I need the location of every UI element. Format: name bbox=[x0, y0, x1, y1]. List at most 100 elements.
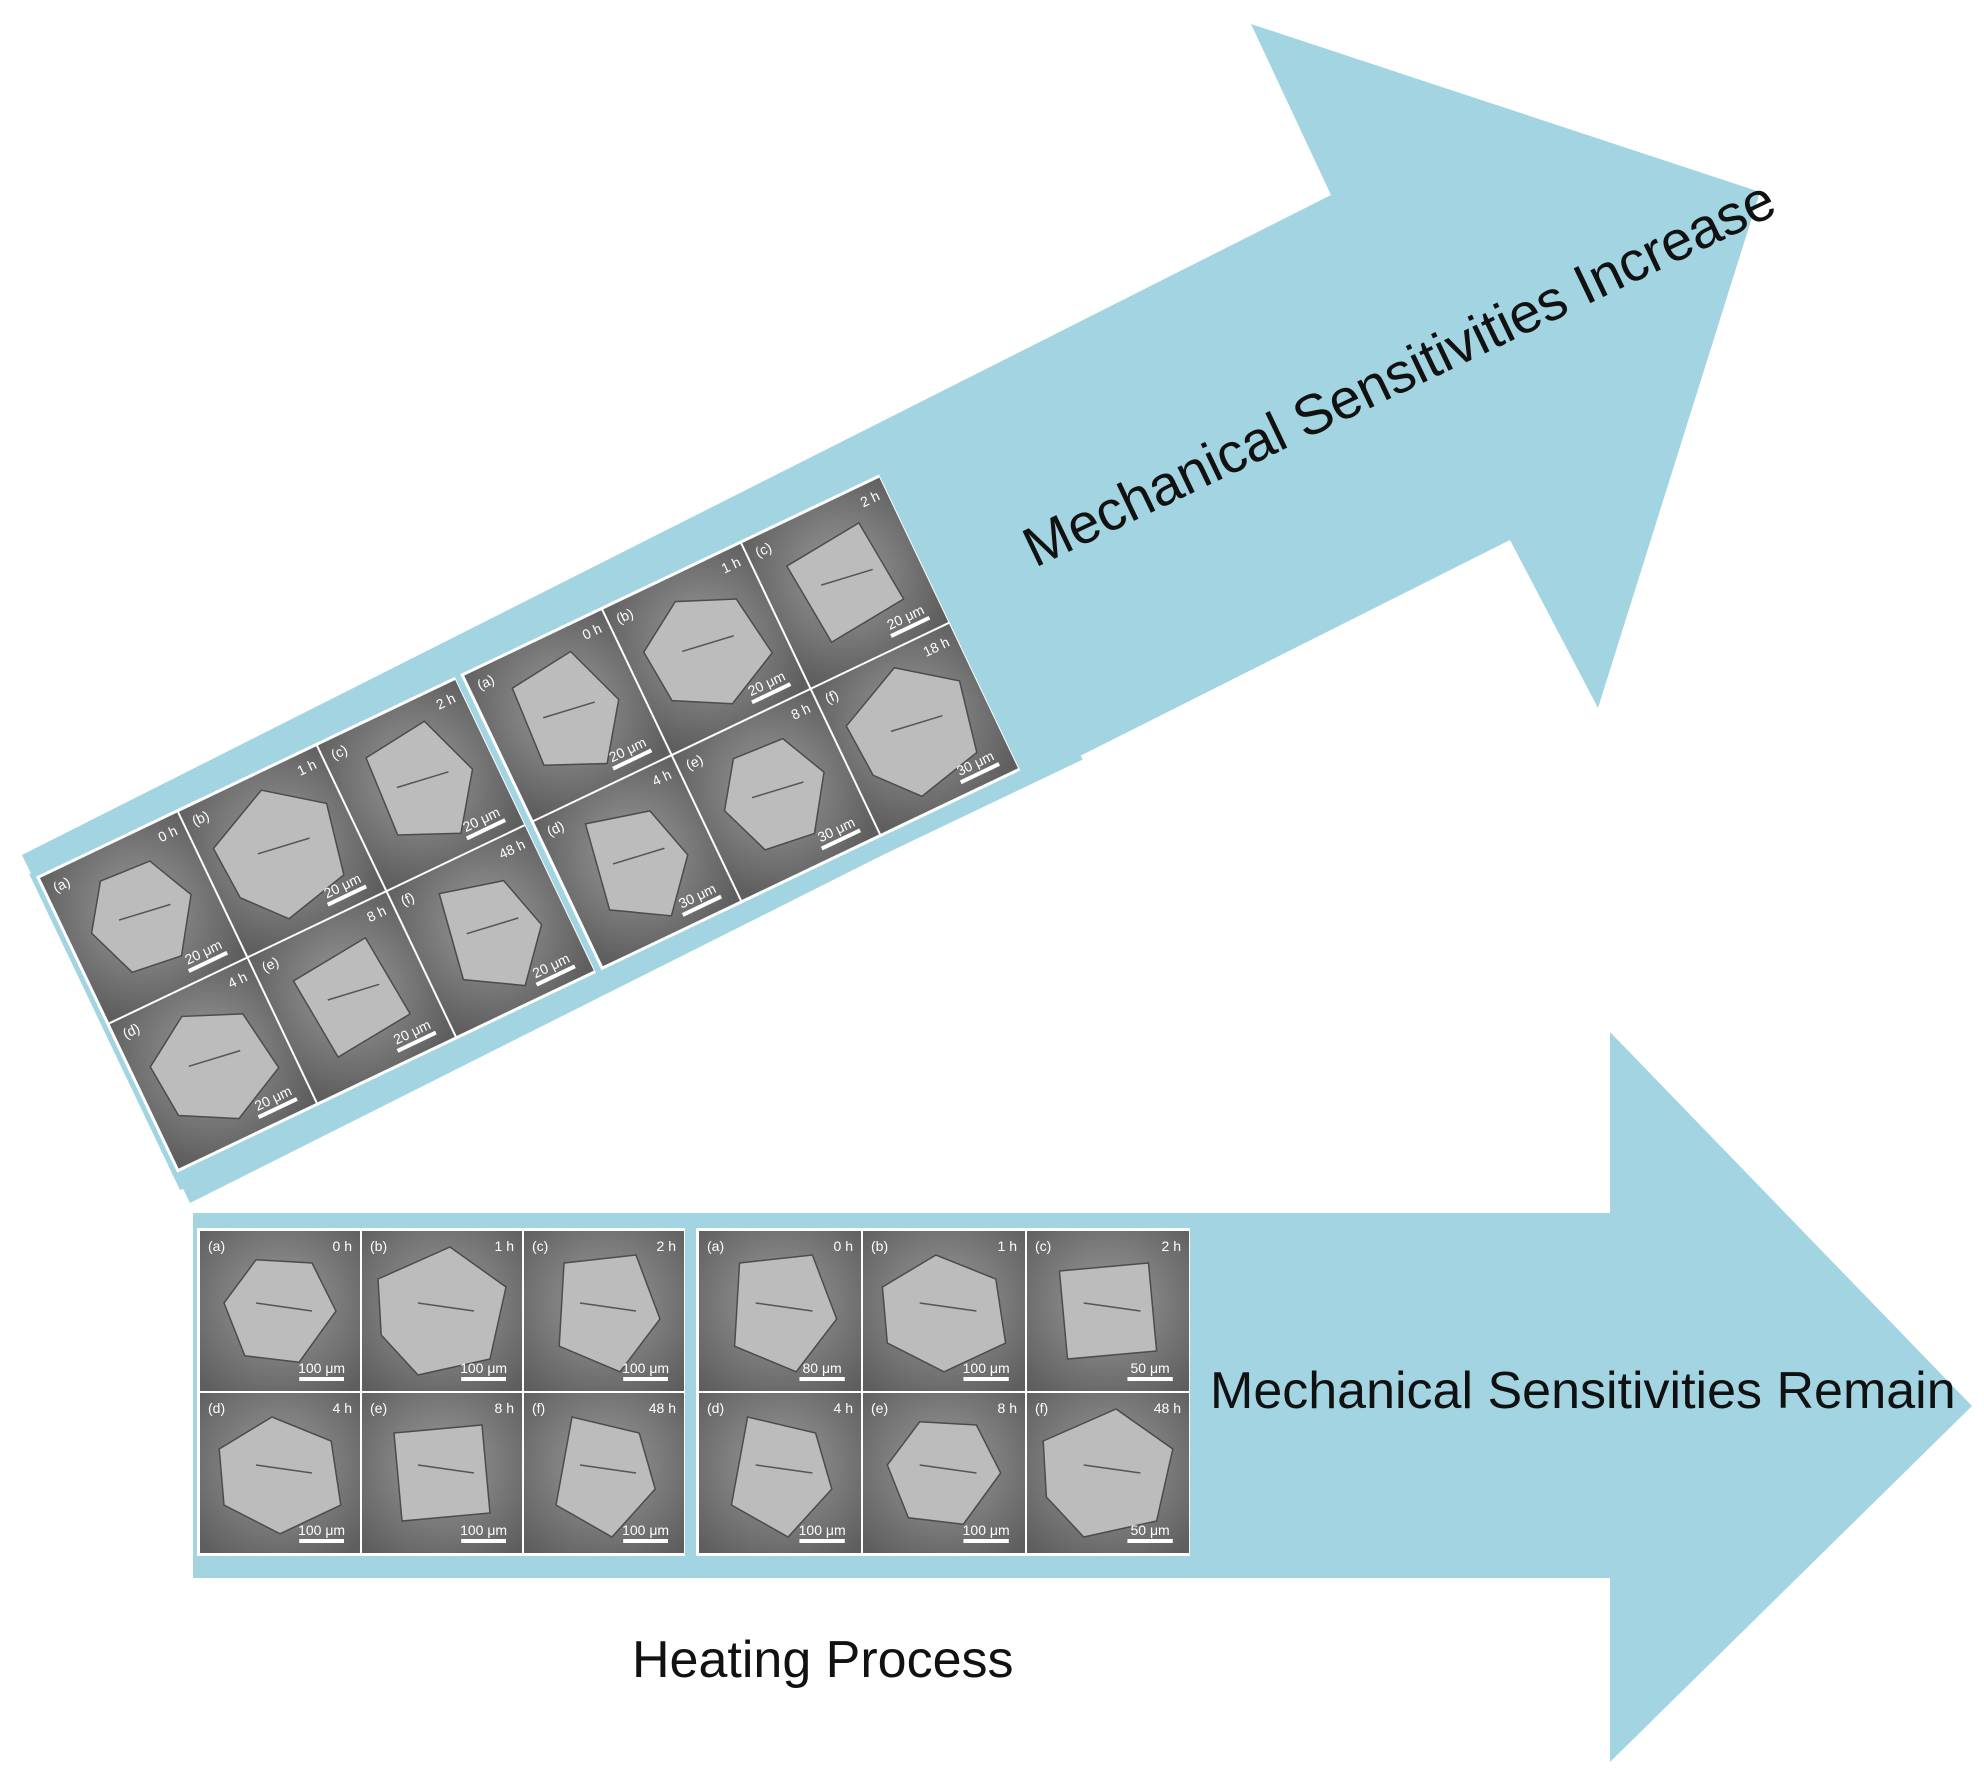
tile-time: 2 h bbox=[657, 1238, 676, 1254]
sem-tile: (a) 0 h 80 μm bbox=[699, 1231, 861, 1391]
tile-time: 8 h bbox=[364, 902, 388, 925]
tile-letter: (d) bbox=[544, 817, 566, 839]
upper-panel-1: (a)0 h20 μm(b)1 h20 μm(c)2 h20 μm(d)4 h2… bbox=[36, 676, 597, 1173]
tile-time: 2 h bbox=[858, 487, 882, 510]
tile-letter: (b) bbox=[189, 807, 211, 829]
sem-tile: (a)0 h20 μm bbox=[464, 610, 671, 821]
crack-line bbox=[417, 1302, 475, 1312]
scale-bar bbox=[623, 1539, 668, 1543]
tile-letter: (b) bbox=[871, 1238, 888, 1254]
tile-scale: 100 μm bbox=[460, 1522, 507, 1538]
scale-bar bbox=[187, 950, 229, 973]
crack-line bbox=[682, 635, 734, 653]
crystal-shape bbox=[212, 789, 345, 920]
tile-time: 4 h bbox=[333, 1400, 352, 1416]
crystal-shape bbox=[218, 1416, 342, 1535]
crystal-shape bbox=[393, 1424, 491, 1522]
sem-tile: (f)18 h30 μm bbox=[811, 623, 1019, 834]
tile-letter: (c) bbox=[532, 1238, 548, 1254]
crystal-shape bbox=[377, 1246, 507, 1376]
sem-tile: (c)2 h20 μm bbox=[742, 477, 949, 688]
tile-letter: (c) bbox=[328, 741, 350, 762]
scale-bar bbox=[326, 884, 368, 907]
scale-bar bbox=[751, 682, 792, 705]
sem-tile: (d)4 h20 μm bbox=[109, 958, 316, 1169]
upper-sem-strip: (a)0 h20 μm(b)1 h20 μm(c)2 h20 μm(d)4 h2… bbox=[29, 443, 1083, 1191]
sem-tile: (c)2 h20 μm bbox=[317, 679, 525, 890]
crack-line bbox=[188, 1049, 241, 1068]
tile-scale: 100 μm bbox=[963, 1522, 1010, 1538]
scale-bar bbox=[396, 1030, 437, 1053]
crack-line bbox=[255, 1464, 313, 1474]
tile-time: 1 h bbox=[998, 1238, 1017, 1254]
crystal-shape bbox=[642, 598, 774, 705]
crystal-shape bbox=[1058, 1262, 1158, 1360]
tile-scale: 100 μm bbox=[622, 1522, 669, 1538]
crystal-shape bbox=[511, 650, 620, 767]
tile-scale: 100 μm bbox=[622, 1360, 669, 1376]
crystal-shape bbox=[292, 936, 412, 1059]
crack-line bbox=[612, 847, 665, 865]
crystal-shape bbox=[730, 1416, 833, 1538]
tile-letter: (f) bbox=[398, 889, 417, 909]
sem-tile: (c)2 h50 μm bbox=[1027, 1231, 1189, 1391]
sem-tile: (e)8 h30 μm bbox=[672, 690, 880, 900]
tile-letter: (e) bbox=[370, 1400, 387, 1416]
crack-line bbox=[417, 1464, 475, 1474]
tile-time: 1 h bbox=[495, 1238, 514, 1254]
scale-bar bbox=[299, 1539, 344, 1543]
scale-bar bbox=[963, 1539, 1009, 1543]
crystal-shape bbox=[785, 521, 905, 644]
crystal-shape bbox=[886, 1421, 1002, 1525]
sem-tile: (e) 8 h 100 μm bbox=[362, 1393, 522, 1553]
crack-line bbox=[755, 1302, 813, 1312]
crystal-shape bbox=[881, 1254, 1007, 1373]
tile-time: 4 h bbox=[834, 1400, 853, 1416]
tile-scale: 50 μm bbox=[1131, 1360, 1170, 1376]
scale-bar bbox=[465, 818, 507, 841]
crack-line bbox=[751, 781, 804, 799]
crack-line bbox=[255, 1302, 313, 1312]
crystal-shape bbox=[438, 879, 543, 987]
scale-bar bbox=[535, 964, 576, 987]
scale-bar bbox=[299, 1377, 344, 1381]
crystal-shape bbox=[365, 720, 474, 836]
scale-bar bbox=[612, 748, 653, 771]
scale-bar bbox=[1127, 1539, 1173, 1543]
tile-scale: 100 μm bbox=[460, 1360, 507, 1376]
crystal-shape bbox=[558, 1254, 661, 1373]
scale-bar bbox=[820, 828, 862, 851]
tile-time: 4 h bbox=[225, 969, 249, 992]
crack-line bbox=[396, 771, 449, 789]
tile-time: 8 h bbox=[495, 1400, 514, 1416]
tile-letter: (f) bbox=[1035, 1400, 1048, 1416]
tile-scale: 80 μm bbox=[803, 1360, 842, 1376]
tile-letter: (a) bbox=[50, 874, 72, 896]
tile-time: 0 h bbox=[834, 1238, 853, 1254]
tile-time: 8 h bbox=[998, 1400, 1017, 1416]
tile-scale: 100 μm bbox=[963, 1360, 1010, 1376]
tile-time: 2 h bbox=[1162, 1238, 1181, 1254]
scale-bar bbox=[890, 615, 931, 638]
upper-panel-2: (a)0 h20 μm(b)1 h20 μm(c)2 h20 μm(d)4 h3… bbox=[460, 474, 1021, 971]
tile-time: 1 h bbox=[719, 554, 743, 577]
tile-letter: (a) bbox=[707, 1238, 724, 1254]
crack-line bbox=[579, 1464, 637, 1474]
tile-letter: (f) bbox=[822, 686, 841, 706]
crack-line bbox=[1083, 1302, 1141, 1312]
sem-tile: (b)1 h20 μm bbox=[178, 746, 386, 957]
crack-line bbox=[755, 1464, 813, 1474]
crack-line bbox=[257, 837, 310, 855]
scale-bar bbox=[461, 1377, 506, 1381]
crack-line bbox=[327, 983, 380, 1001]
scale-bar bbox=[257, 1097, 298, 1120]
crack-line bbox=[579, 1302, 637, 1312]
tile-time: 2 h bbox=[433, 690, 457, 713]
scale-bar bbox=[959, 762, 1001, 785]
tile-letter: (b) bbox=[370, 1238, 387, 1254]
